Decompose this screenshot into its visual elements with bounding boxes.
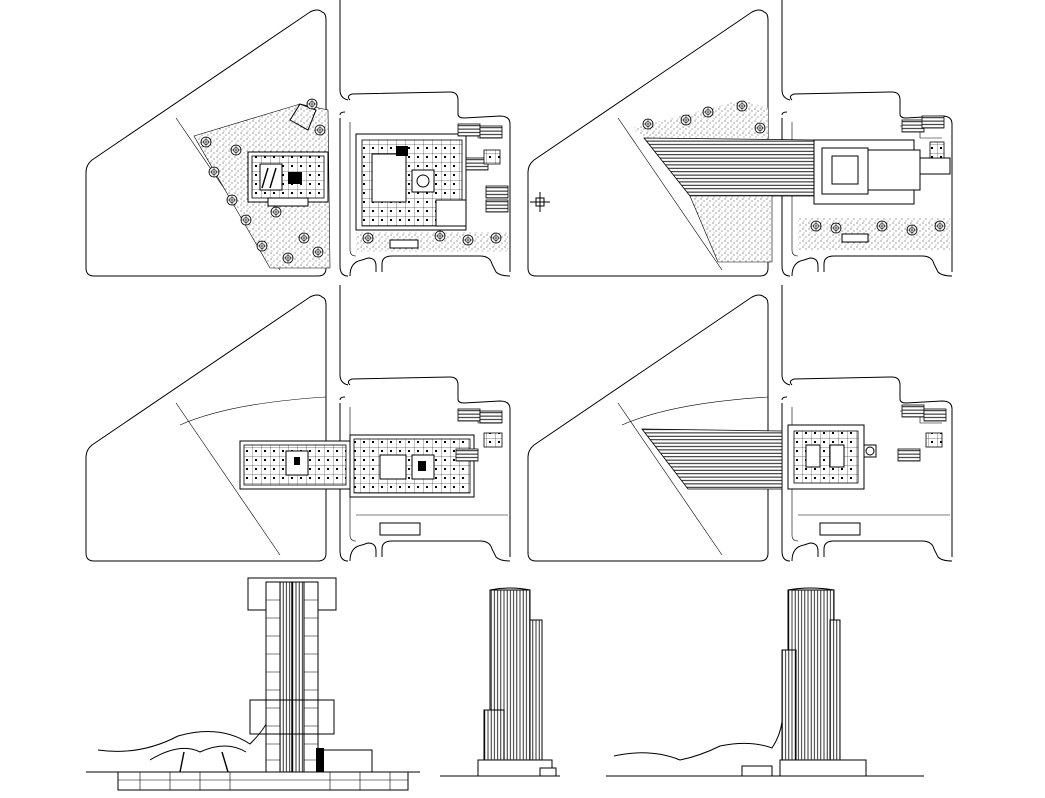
site-plan-first-floor — [527, 284, 953, 562]
tower-elevation-front — [440, 587, 560, 777]
section-elevation — [86, 577, 420, 791]
site-plan-roof — [527, 0, 953, 277]
site-plan-landscape — [85, 0, 511, 277]
axis-marker-icon — [530, 192, 550, 212]
tower-elevation-side — [606, 587, 924, 777]
site-plan-ground-floor — [85, 284, 511, 562]
